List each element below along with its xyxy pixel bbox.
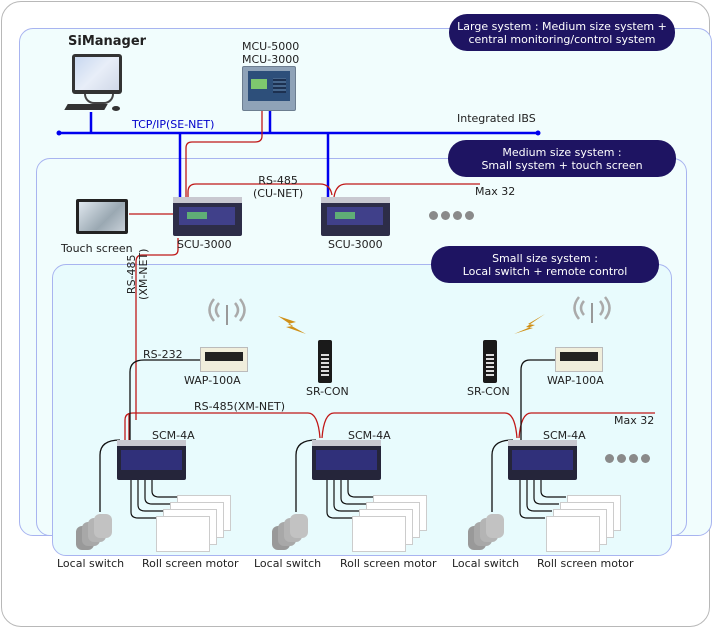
roll-screen-icon-1[interactable] — [156, 495, 236, 555]
scm-4a-device-1[interactable] — [117, 440, 186, 480]
large-system-line1: Large system : Medium size system + — [457, 19, 667, 33]
local-switch-label-2: Local switch — [254, 557, 322, 570]
wap-100a-label-1: WAP-100A — [184, 374, 241, 387]
local-switch-icon-3[interactable] — [468, 514, 508, 554]
cunet-label: RS-485 (CU-NET) — [253, 174, 303, 200]
scu-3000-device-1[interactable] — [173, 197, 242, 236]
local-switch-icon-1[interactable] — [76, 514, 116, 554]
small-system-badge: Small size system : Local switch + remot… — [431, 246, 659, 283]
large-system-badge: Large system : Medium size system + cent… — [449, 14, 675, 51]
cunet-label-line2: (CU-NET) — [253, 187, 304, 200]
touch-screen-label: Touch screen — [61, 242, 133, 255]
cunet-label-line1: RS-485 — [258, 174, 298, 187]
integrated-ibs-label: Integrated IBS — [457, 112, 536, 125]
medium-system-badge: Medium size system : Small system + touc… — [448, 140, 676, 177]
sr-con-remote-1[interactable] — [318, 340, 332, 383]
wap-100a-label-2: WAP-100A — [547, 374, 604, 387]
scu-3000-label-2: SCU-3000 — [328, 238, 383, 251]
mcu-label-line2: MCU-3000 — [242, 53, 300, 66]
xmnet-horizontal-label: RS-485(XM-NET) — [194, 400, 286, 413]
scm-4a-label-3: SCM-4A — [543, 429, 586, 442]
medium-system-line2: Small system + touch screen — [481, 158, 643, 172]
medium-system-line1: Medium size system : — [502, 145, 622, 159]
mcu-label-line1: MCU-5000 — [242, 40, 300, 53]
max-32-medium-label: Max 32 — [475, 185, 516, 198]
tcpip-label: TCP/IP(SE-NET) — [132, 118, 215, 131]
xmnet-vertical-label: RS-485 (XM-NET) — [125, 248, 150, 300]
max-32-small-label: Max 32 — [614, 414, 655, 427]
large-system-line2: central monitoring/control system — [468, 32, 656, 46]
scm-4a-device-2[interactable] — [312, 440, 381, 480]
roll-screen-label-3: Roll screen motor — [537, 557, 634, 570]
local-switch-icon-2[interactable] — [272, 514, 312, 554]
simanager-computer-icon[interactable] — [64, 54, 128, 116]
scm-4a-label-1: SCM-4A — [152, 429, 195, 442]
roll-screen-label-2: Roll screen motor — [340, 557, 437, 570]
local-switch-label-3: Local switch — [452, 557, 520, 570]
antenna-signal-icon — [207, 295, 247, 325]
sr-con-label-2: SR-CON — [467, 385, 510, 398]
roll-screen-icon-2[interactable] — [352, 495, 432, 555]
scm-4a-label-2: SCM-4A — [348, 429, 391, 442]
touch-screen-device[interactable] — [76, 199, 128, 234]
mcu-controller-device[interactable] — [242, 66, 296, 111]
more-scm-ellipsis — [605, 454, 650, 463]
antenna-signal-icon — [572, 293, 612, 323]
small-system-line1: Small size system : — [492, 251, 598, 265]
sr-con-label-1: SR-CON — [306, 385, 349, 398]
small-system-line2: Local switch + remote control — [462, 264, 628, 278]
scu-3000-label-1: SCU-3000 — [177, 238, 232, 251]
local-switch-label-1: Local switch — [57, 557, 125, 570]
rs232-label: RS-232 — [143, 348, 183, 361]
sr-con-remote-2[interactable] — [483, 340, 497, 383]
roll-screen-icon-3[interactable] — [546, 495, 626, 555]
wap-100a-device-1[interactable] — [200, 347, 248, 372]
wireless-signal-icon — [278, 316, 306, 334]
roll-screen-label-1: Roll screen motor — [142, 557, 239, 570]
xmnet-vertical-line2: (XM-NET) — [137, 248, 150, 300]
scu-3000-device-2[interactable] — [321, 197, 390, 236]
scm-4a-device-3[interactable] — [508, 440, 577, 480]
wap-100a-device-2[interactable] — [555, 347, 603, 372]
mcu-label: MCU-5000 MCU-3000 — [242, 40, 299, 66]
wireless-signal-icon — [514, 314, 545, 334]
more-scu-ellipsis — [429, 211, 474, 220]
simanager-title: SiManager — [68, 34, 147, 49]
